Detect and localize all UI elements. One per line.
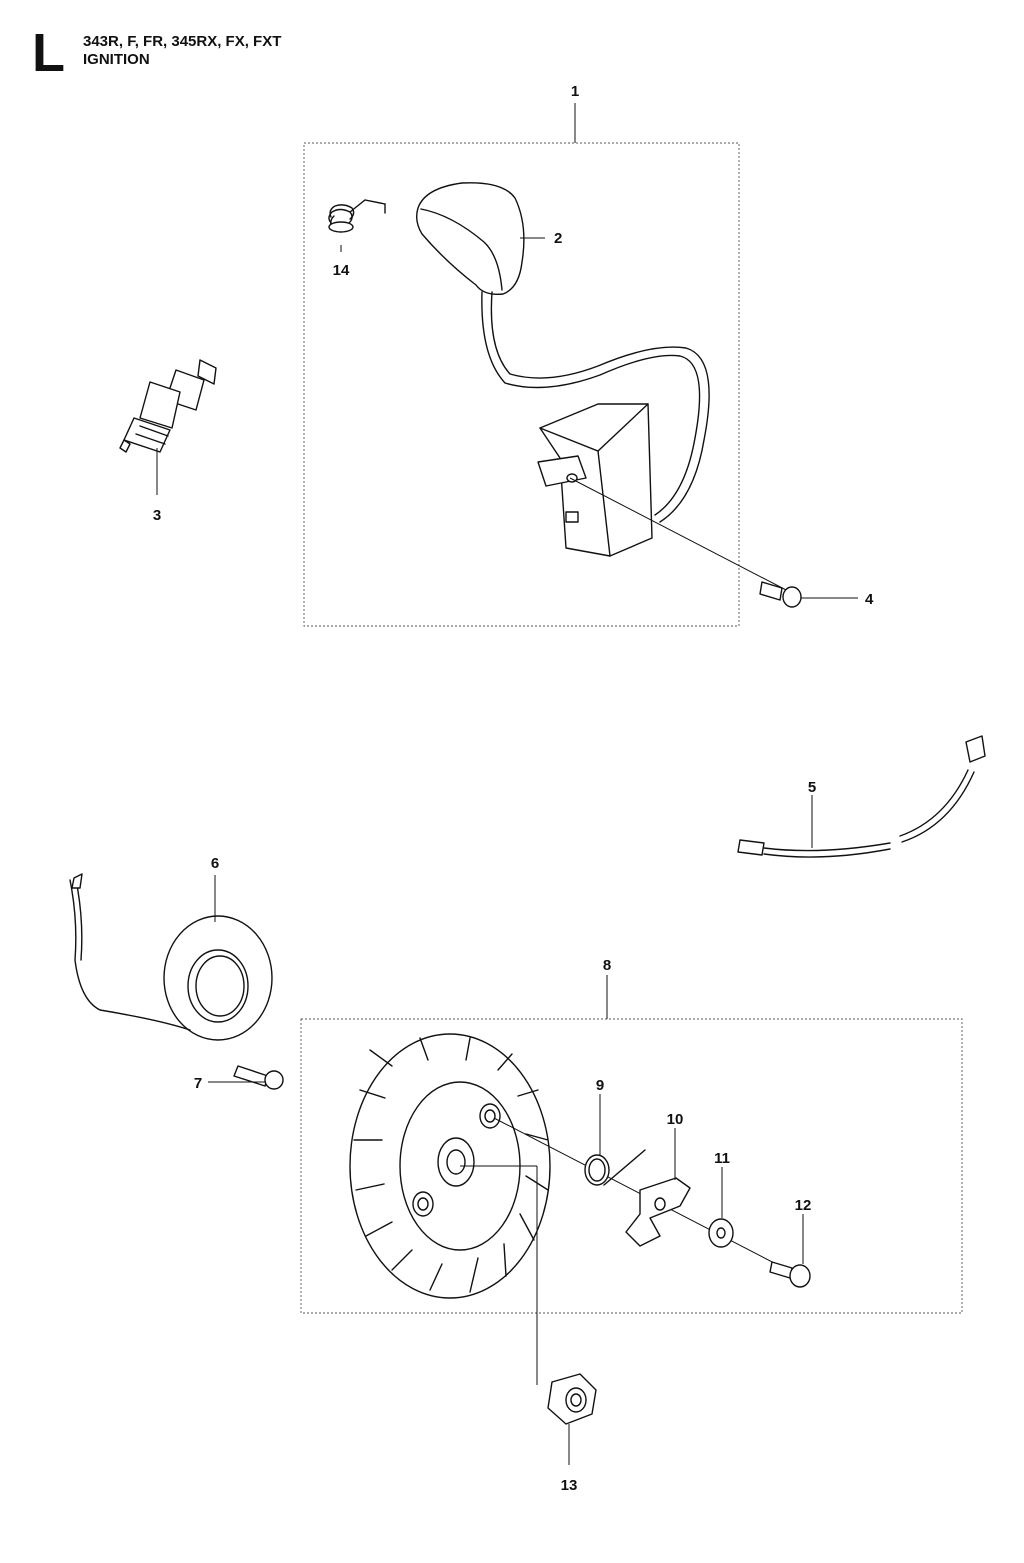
callout-9: 9 [596,1077,604,1094]
callout-8: 8 [603,957,611,974]
callout-5: 5 [808,779,816,796]
washer-part [708,1218,734,1248]
callout-1: 1 [571,83,579,100]
flywheel-nut-part [547,1373,597,1425]
screw-part-12 [769,1261,811,1288]
spark-plug-cap-part [415,182,525,295]
callout-3: 3 [153,507,161,524]
screw-part-7 [233,1065,284,1090]
callout-11: 11 [714,1150,730,1167]
callout-2: 2 [554,230,562,247]
spark-plug-part [119,359,217,453]
callout-10: 10 [667,1111,684,1128]
stator-coil-part [69,873,273,1041]
section-letter: L [32,23,65,83]
screw-part-4 [759,581,802,608]
callout-14: 14 [333,262,350,279]
torsion-spring-part [328,199,386,233]
callout-12: 12 [795,1197,812,1214]
bracket-part [625,1177,691,1247]
short-circuit-cable-part [737,735,986,858]
group-box-ignition-module [303,142,740,627]
callout-6: 6 [211,855,219,872]
callout-13: 13 [561,1477,578,1494]
callout-7: 7 [194,1075,202,1092]
ignition-module-part [537,403,653,557]
title-block: 343R, F, FR, 345RX, FX, FXT IGNITION [83,33,281,69]
callout-4: 4 [865,591,874,608]
snap-ring-part [584,1149,646,1186]
section-name: IGNITION [83,51,150,68]
model-line: 343R, F, FR, 345RX, FX, FXT [83,33,282,50]
ignition-lead [481,291,701,516]
group-box-flywheel [300,1018,963,1314]
